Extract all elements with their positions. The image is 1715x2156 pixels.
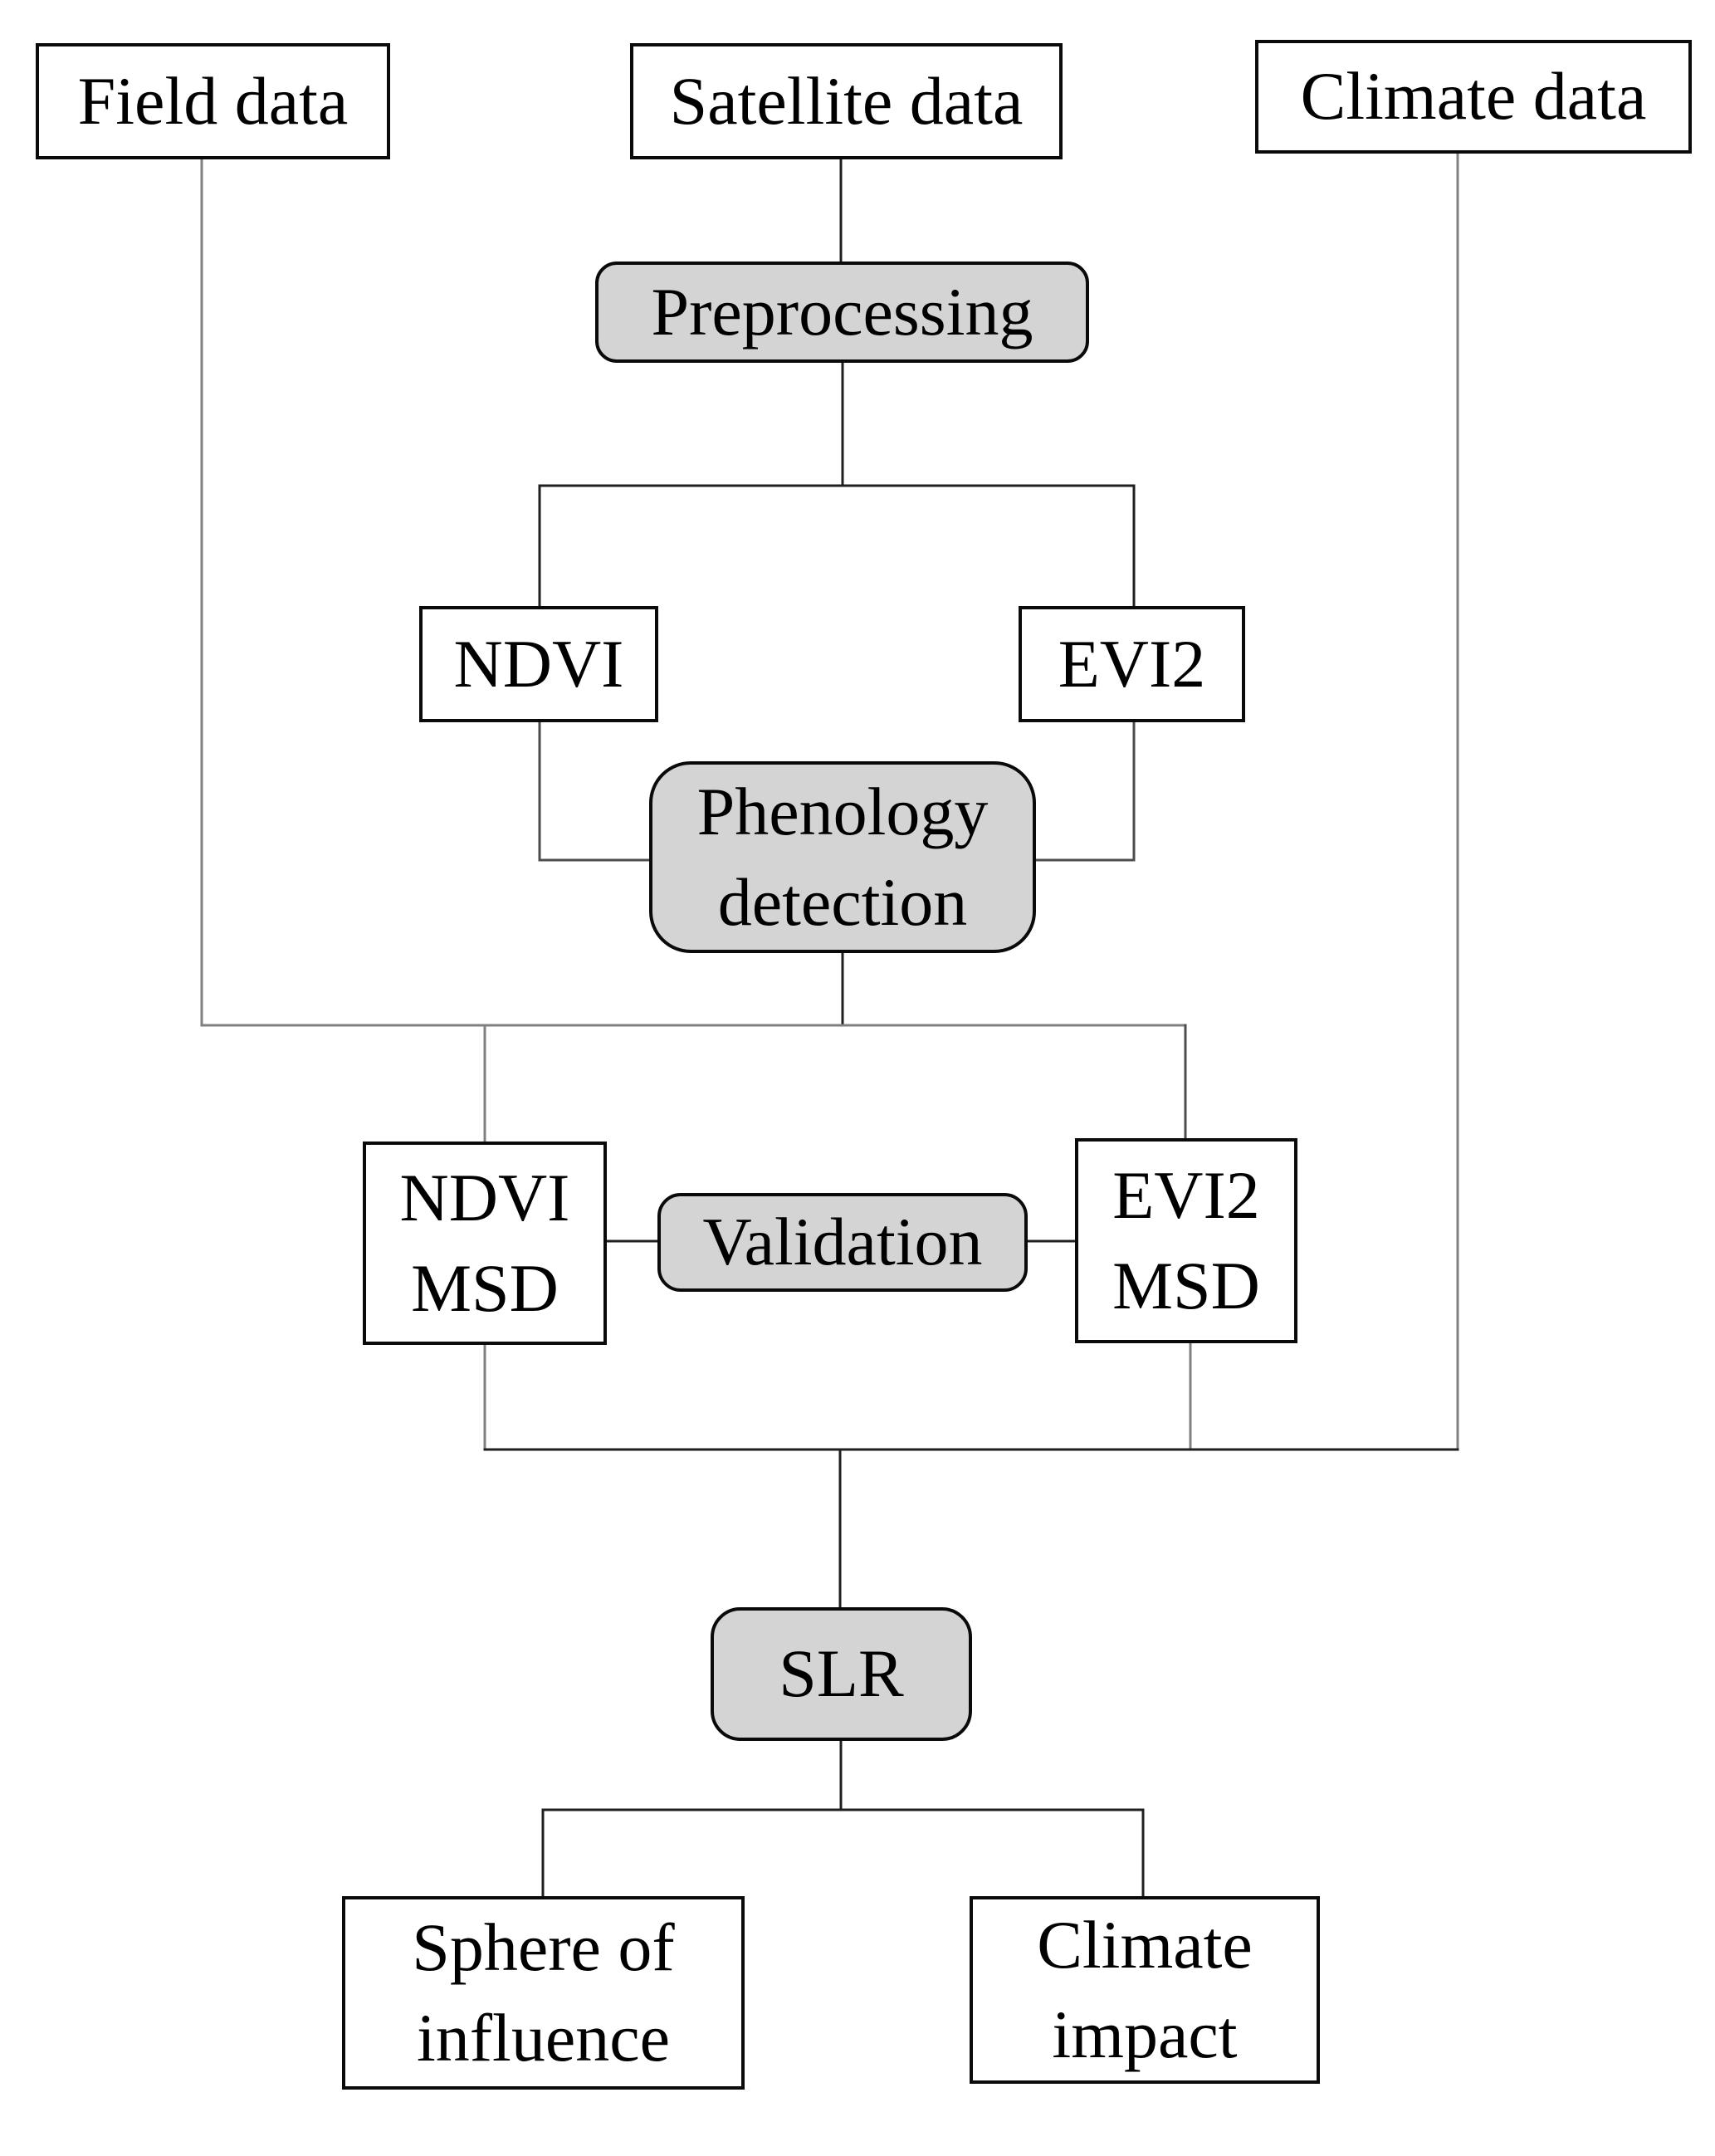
node-evi2-msd: EVI2 MSD xyxy=(1075,1138,1297,1343)
node-label: Field data xyxy=(77,62,349,139)
node-label: Climate data xyxy=(1300,58,1647,134)
node-sphere-of-influence: Sphere of influence xyxy=(342,1896,745,2090)
node-label: SLR xyxy=(779,1635,904,1712)
node-label-line: detection xyxy=(717,863,968,940)
node-label: Validation xyxy=(702,1204,983,1280)
node-label-line: Phenology xyxy=(696,774,989,850)
node-label-line: MSD xyxy=(411,1249,559,1326)
node-climate-data: Climate data xyxy=(1255,40,1692,154)
node-label: Preprocessing xyxy=(651,273,1033,350)
node-field-data: Field data xyxy=(36,43,390,159)
node-label-line: EVI2 xyxy=(1112,1157,1260,1234)
node-label: EVI2 xyxy=(1058,625,1206,702)
node-phenology-detection: Phenology detection xyxy=(649,761,1036,953)
node-label-line: Sphere of xyxy=(412,1909,675,1986)
node-evi2: EVI2 xyxy=(1019,606,1245,722)
node-label-line: impact xyxy=(1052,1997,1238,2072)
node-ndvi: NDVI xyxy=(419,606,658,722)
node-label-line: MSD xyxy=(1112,1247,1260,1323)
node-label-line: NDVI xyxy=(399,1160,570,1236)
node-label: NDVI xyxy=(453,625,624,702)
node-climate-impact: Climate impact xyxy=(970,1896,1320,2084)
node-validation: Validation xyxy=(657,1193,1028,1292)
node-satellite-data: Satellite data xyxy=(630,43,1063,159)
node-ndvi-msd: NDVI MSD xyxy=(363,1142,607,1345)
node-slr: SLR xyxy=(711,1607,972,1741)
node-preprocessing: Preprocessing xyxy=(595,262,1089,363)
node-label-line: Climate xyxy=(1037,1906,1253,1982)
node-label: Satellite data xyxy=(669,62,1024,139)
node-label-line: influence xyxy=(416,1999,671,2075)
